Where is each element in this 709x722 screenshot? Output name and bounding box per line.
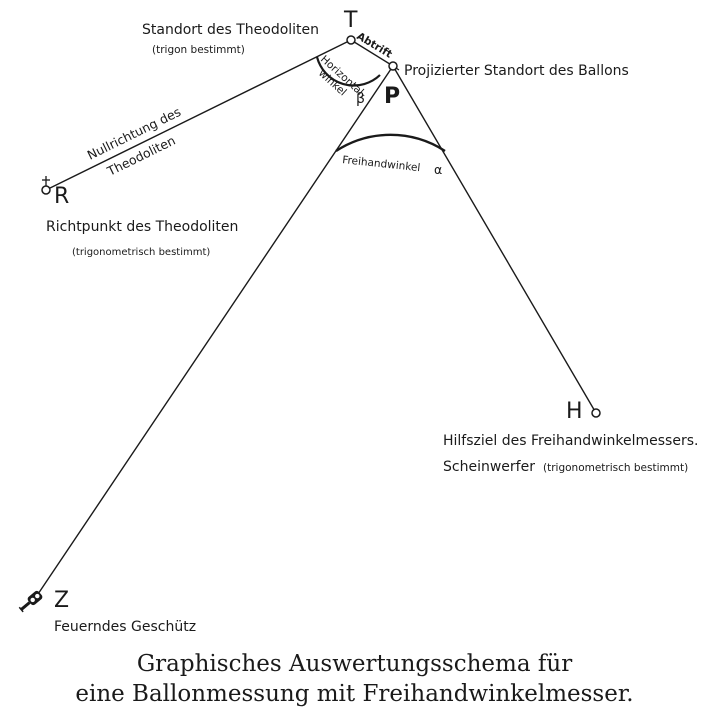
line-T-R (45, 39, 352, 191)
point-H-label2: Scheinwerfer (443, 459, 535, 475)
point-P-letter: P (384, 84, 400, 109)
gun-icon (18, 590, 43, 613)
freihand-angle-arc (335, 133, 446, 153)
point-T-sublabel: (trigon bestimmt) (152, 44, 245, 56)
line-T-P (350, 39, 394, 67)
point-R-label: Richtpunkt des Theodoliten (46, 219, 238, 235)
freihand-angle-symbol: α (434, 162, 442, 177)
point-H-label: Hilfsziel des Freihandwinkelmessers. (443, 433, 698, 449)
point-H-marker (591, 408, 601, 418)
horizontal-angle-symbol: β (356, 91, 365, 107)
point-H-letter: H (566, 399, 583, 424)
caption-line-2: eine Ballonmessung mit Freihandwinkelmes… (75, 681, 634, 707)
line-P-Z (33, 65, 394, 601)
point-Z-label: Feuerndes Geschütz (54, 619, 196, 635)
caption-line-1: Graphisches Auswertungsschema für (136, 651, 573, 677)
point-T-letter: T (343, 8, 358, 33)
point-R-letter: R (54, 184, 69, 209)
point-Z-letter: Z (54, 588, 69, 613)
point-H-sublabel: (trigonometrisch bestimmt) (543, 462, 688, 474)
point-T-label: Standort des Theodoliten (142, 22, 319, 38)
point-P-marker (388, 61, 398, 71)
point-P-label: Projizierter Standort des Ballons (404, 63, 629, 79)
freihand-angle-label: Freihandwinkel (342, 154, 421, 174)
horizontal-angle-arc (315, 56, 381, 87)
point-R-sublabel: (trigonometrisch bestimmt) (72, 247, 210, 258)
point-T-marker (346, 35, 356, 45)
point-R-marker (41, 176, 51, 195)
line-P-H (392, 65, 597, 414)
